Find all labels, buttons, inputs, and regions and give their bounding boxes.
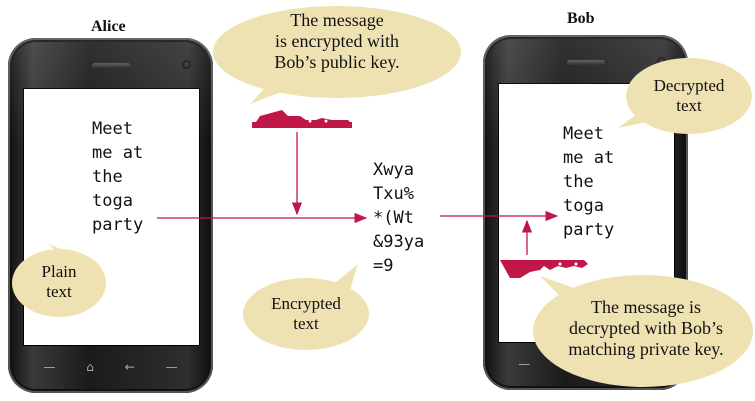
ciphertext: Xwya Txu% *(Wt &93ya =9 bbox=[373, 160, 425, 276]
encrypted-text-label: Encrypted text bbox=[271, 294, 341, 333]
back-key-icon: — bbox=[43, 360, 56, 374]
speaker-grille bbox=[92, 63, 130, 68]
alice-softkeys: — ⌂ ← — bbox=[28, 360, 193, 374]
back-key-icon: — bbox=[518, 357, 531, 371]
bob-decrypted-message: Meet me at the toga party bbox=[563, 124, 615, 240]
home-key-icon: ⌂ bbox=[86, 360, 94, 374]
camera-icon bbox=[182, 60, 191, 69]
public-key-icon bbox=[252, 110, 352, 128]
plain-text-label: Plain text bbox=[41, 262, 77, 301]
decrypt-note-bubble bbox=[533, 275, 753, 387]
decrypted-text-label: Decrypted text bbox=[653, 76, 725, 115]
alice-label: Alice bbox=[91, 18, 126, 35]
bob-label: Bob bbox=[567, 10, 595, 27]
decrypted-text-bubble bbox=[618, 58, 752, 134]
camera-icon bbox=[657, 57, 666, 66]
encrypted-text-bubble bbox=[243, 264, 369, 350]
return-key-icon: ← bbox=[124, 360, 135, 374]
alice-plaintext-message: Meet me at the toga party bbox=[92, 119, 144, 235]
encrypt-note-text: The message is encrypted with Bob’s publ… bbox=[274, 10, 400, 72]
encrypt-note-bubble bbox=[213, 6, 461, 104]
private-key-icon bbox=[500, 260, 588, 278]
decrypt-note-text: The message is decrypted with Bob’s matc… bbox=[568, 297, 724, 359]
speaker-grille bbox=[567, 60, 605, 65]
call-end-key-icon: — bbox=[165, 360, 178, 374]
plain-text-bubble bbox=[12, 244, 106, 317]
